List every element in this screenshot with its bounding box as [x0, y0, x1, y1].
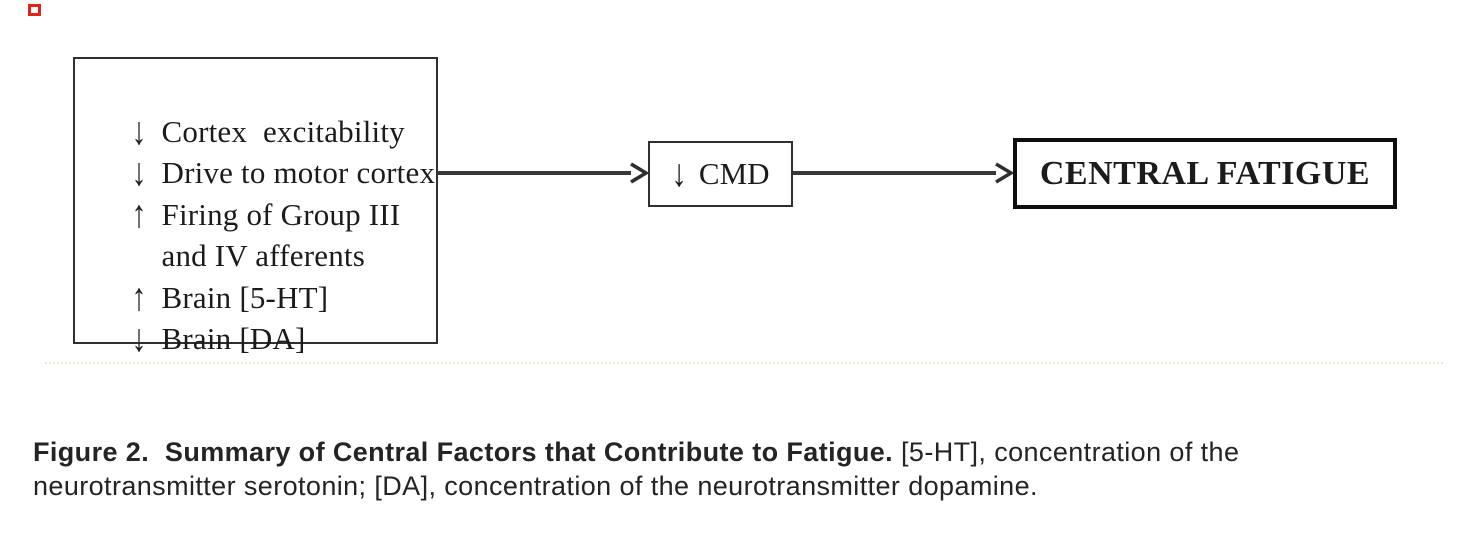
central-fatigue-box: CENTRAL FATIGUE	[1013, 138, 1397, 209]
central-fatigue-label: CENTRAL FATIGUE	[1039, 154, 1371, 192]
arrowhead-icon	[995, 162, 1014, 184]
caption-regular-text: [5-HT], concentration of the	[893, 437, 1240, 467]
up-arrow-icon: ↑	[131, 192, 147, 236]
factor-line: and IV afferents	[85, 194, 430, 273]
arrowhead-icon	[630, 162, 649, 184]
connector-line-1	[437, 171, 631, 175]
caption-line2-text: neurotransmitter serotonin; [DA], concen…	[33, 470, 1038, 501]
factor-text: Firing of Group III	[161, 196, 401, 232]
factor-line: ↓ Drive to motor cortex	[85, 111, 435, 194]
central-factors-box: ↓ Cortex excitability ↓ Drive to motor cor…	[73, 57, 438, 360]
down-arrow-icon: ↓	[131, 109, 147, 153]
caption-bold-text: Figure 2. Summary of Central Factors tha…	[33, 437, 894, 467]
factor-line: ↑ Firing of Group III	[85, 152, 430, 236]
down-arrow-icon: ↓	[671, 151, 687, 195]
cmd-label: CMD	[698, 156, 770, 191]
figure-caption: Figure 2. Summary of Central Factors tha…	[33, 436, 1453, 503]
faint-dotted-rule	[45, 362, 1443, 364]
factor-text: Cortex excitability	[161, 113, 405, 149]
factor-line: ↓ Brain [DA]	[85, 277, 430, 360]
down-arrow-icon: ↓	[131, 151, 147, 195]
factor-text: and IV afferents	[161, 238, 365, 273]
connector-line-2	[793, 171, 996, 175]
factor-line: ↑ Brain [5-HT]	[85, 235, 430, 319]
red-marker	[28, 4, 41, 16]
factor-text: Drive to motor cortex	[161, 155, 436, 190]
factor-text: Brain [5-HT]	[161, 279, 329, 315]
down-arrow-icon: ↓	[131, 317, 147, 361]
up-arrow-icon: ↑	[131, 275, 147, 319]
factor-text: Brain [DA]	[161, 321, 306, 356]
cmd-box: ↓ CMD	[648, 141, 793, 207]
factor-line: ↓ Cortex excitability	[85, 69, 430, 153]
